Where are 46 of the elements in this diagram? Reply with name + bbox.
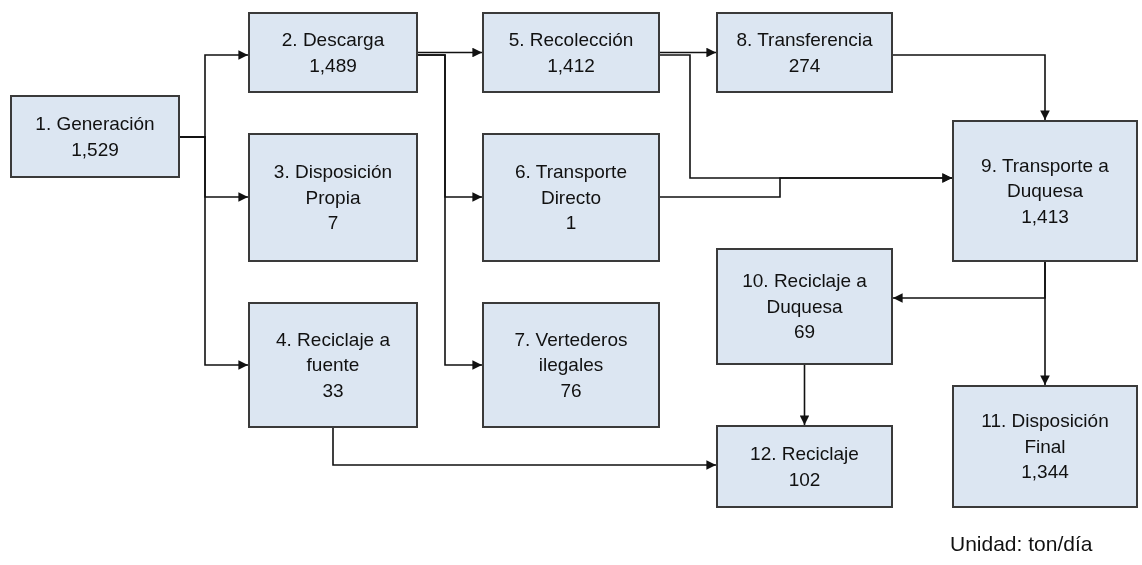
node-title: 12. Reciclaje xyxy=(750,441,859,466)
node-title: 5. Recolección xyxy=(508,27,634,52)
process-box xyxy=(952,385,1138,508)
process-box xyxy=(482,12,660,93)
node-title: 1. Generación xyxy=(35,111,155,136)
node-value: 1,344 xyxy=(1021,460,1069,485)
node-title: 3. Disposición Propia xyxy=(272,160,394,210)
arrow xyxy=(659,47,717,58)
arrow xyxy=(332,427,717,470)
arrow xyxy=(799,364,810,426)
unit-note: Unidad: ton/día xyxy=(950,532,1093,556)
node-title: 2. Descarga xyxy=(281,27,385,52)
node-title: 9. Transporte a Duquesa xyxy=(980,153,1110,204)
arrow xyxy=(417,54,483,370)
process-box xyxy=(952,120,1138,262)
node-value: 7 xyxy=(327,211,339,236)
process-box xyxy=(716,425,893,508)
node-value: 1,529 xyxy=(71,137,119,162)
node-title: 11. Disposición Final xyxy=(980,409,1110,459)
process-box xyxy=(10,95,180,178)
node-value: 33 xyxy=(322,378,344,403)
process-box xyxy=(248,133,418,262)
process-box xyxy=(482,133,660,262)
arrow xyxy=(417,47,483,58)
node-value: 102 xyxy=(788,467,821,492)
process-box xyxy=(716,12,893,93)
node-value: 76 xyxy=(560,378,582,403)
node-value: 69 xyxy=(793,320,816,345)
node-title: 7. Vertederos ilegales xyxy=(513,327,629,378)
process-box xyxy=(248,12,418,93)
process-box xyxy=(482,302,660,428)
node-title: 6. Transporte Directo xyxy=(514,160,628,210)
node-value: 1,413 xyxy=(1021,204,1069,229)
node-value: 274 xyxy=(788,53,821,78)
arrow xyxy=(1040,261,1050,386)
node-title: 4. Reciclaje a fuente xyxy=(274,327,392,378)
node-value: 1 xyxy=(565,211,577,236)
process-box xyxy=(248,302,418,428)
node-value: 1,412 xyxy=(547,53,595,78)
node-title: 8. Transferencia xyxy=(736,27,873,52)
node-title: 10. Reciclaje a Duquesa xyxy=(741,269,868,319)
node-value: 1,489 xyxy=(309,53,357,78)
arrow xyxy=(659,173,953,198)
arrow xyxy=(179,136,249,370)
process-box xyxy=(716,248,893,365)
arrow xyxy=(892,54,1050,121)
